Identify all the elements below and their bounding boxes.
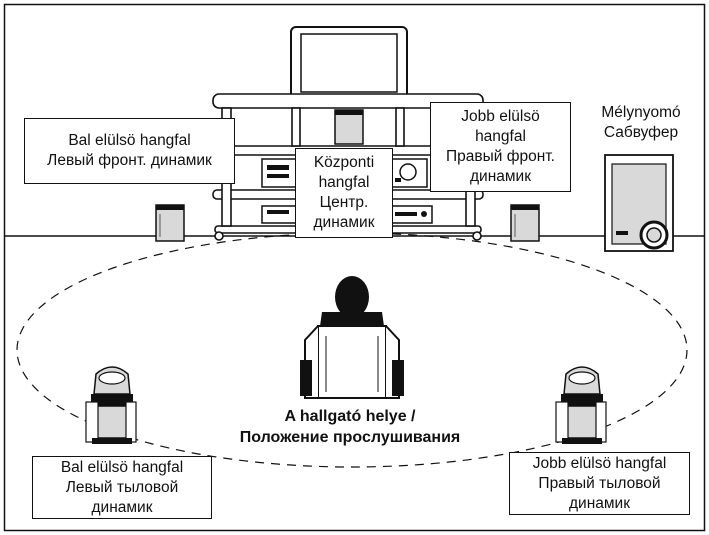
label-front-left: Bal elülsö hangfal Левый фронт. динамик [24,118,235,184]
label-rear-right-ru-2: динамик [569,494,630,512]
label-subwoofer-hu: Mélynyomó [601,104,681,121]
label-rear-left-ru-1: Левый тыловой [65,478,179,496]
label-rear-left: Bal elülsö hangfal Левый тыловой динамик [32,456,212,519]
tv-icon [290,26,408,105]
label-listening-position-ru: Положение прослушивания [239,429,461,446]
label-center-ru-1: Центр. [319,194,369,211]
label-rear-left-ru-2: динамик [91,498,153,516]
listener-icon [300,276,404,399]
center-speaker-icon [334,109,364,145]
front-left-speaker-icon [155,204,185,242]
label-front-right-hu-2: hangfal [475,128,526,145]
label-front-right-hu-1: Jobb elülsö [461,108,540,125]
label-rear-left-hu: Bal elülsö hangfal [60,458,184,476]
label-center-hu-2: hangfal [318,174,370,191]
label-front-left-ru: Левый фронт. динамик [47,152,212,169]
label-rear-right-hu: Jobb elülsö hangfal [532,454,667,472]
label-listening-position: A hallgató helye / Положение прослушиван… [190,406,510,448]
label-front-right-ru-1: Правый фронт. [446,148,555,165]
rear-left-speaker-icon [85,366,137,444]
label-subwoofer-ru: Сабвуфер [603,124,679,141]
rear-right-speaker-icon [555,366,607,444]
front-right-speaker-icon [510,204,540,242]
subwoofer-icon [604,154,674,252]
label-front-right: Jobb elülsö hangfal Правый фронт. динами… [430,102,571,192]
label-subwoofer: Mélynyomó Сабвуфер [588,99,694,147]
label-front-left-hu: Bal elülsö hangfal [68,132,191,149]
label-center-hu-1: Központi [313,154,375,171]
label-listening-position-hu: A hallgató helye / [284,408,416,425]
label-center: Központi hangfal Центр. динамик [295,148,393,238]
label-center-ru-2: динамик [313,214,375,231]
label-rear-right: Jobb elülsö hangfal Правый тыловой динам… [509,452,690,515]
label-rear-right-ru-1: Правый тыловой [538,474,661,492]
label-front-right-ru-2: динамик [470,168,531,185]
